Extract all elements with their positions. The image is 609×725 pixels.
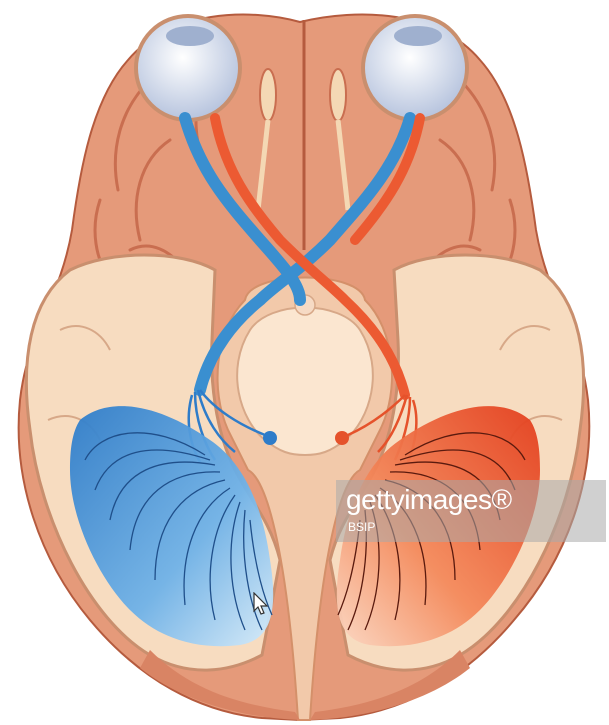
olfactory-bulb-left xyxy=(260,69,276,121)
lgn-right xyxy=(335,431,349,445)
watermark-banner: gettyimages® BSIP xyxy=(336,480,606,542)
watermark-brand: gettyimages® xyxy=(346,484,512,516)
mouse-cursor-icon xyxy=(253,592,269,616)
olfactory-bulb-right xyxy=(330,69,346,121)
watermark-credit: BSIP xyxy=(348,520,375,534)
lgn-left xyxy=(263,431,277,445)
